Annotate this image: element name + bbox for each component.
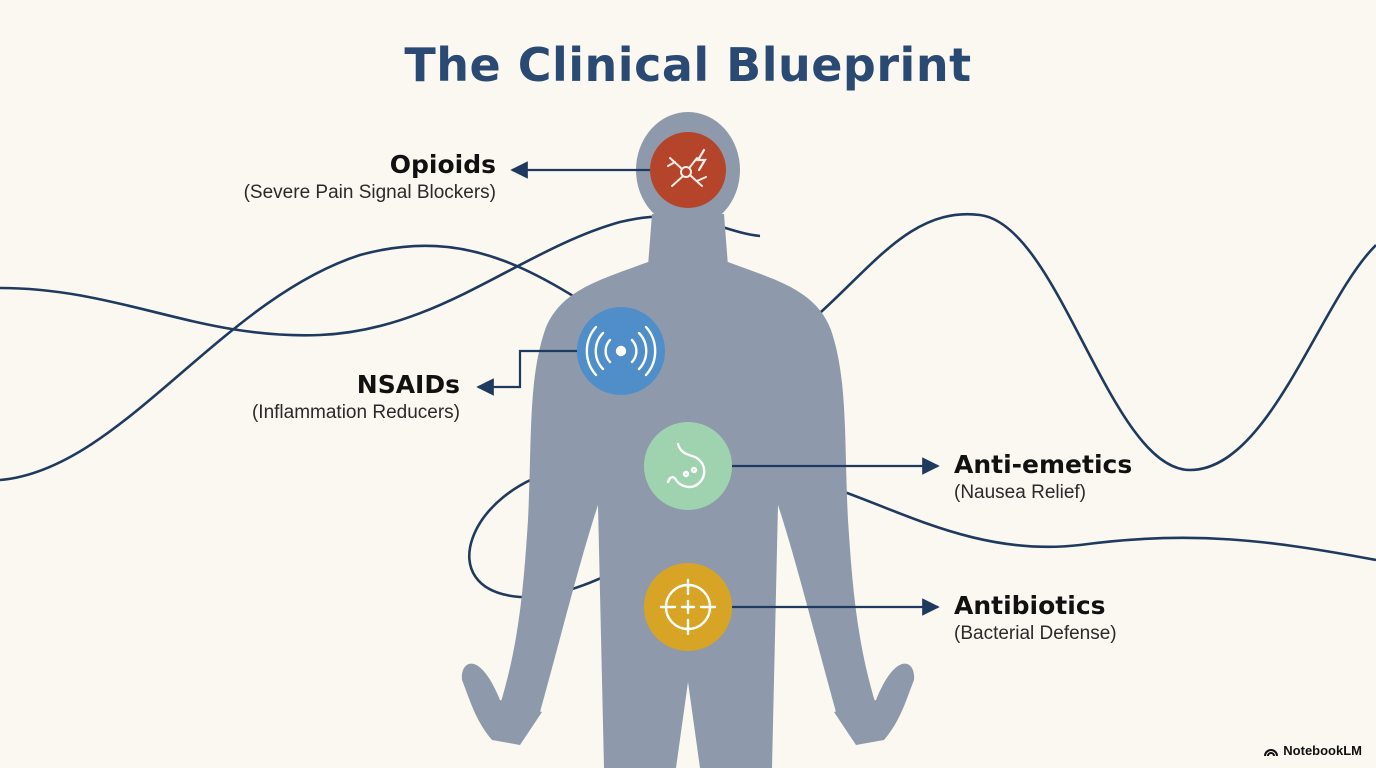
opioids-name: Opioids — [389, 150, 496, 179]
arrow-nsaids — [476, 349, 578, 396]
notebooklm-watermark: NotebookLM — [1264, 743, 1362, 758]
nsaids-name: NSAIDs — [356, 370, 460, 399]
notebooklm-logo-icon — [1264, 748, 1279, 756]
label-antibiotics: Antibiotics (Bacterial Defense) — [954, 591, 1117, 645]
label-opioids: Opioids (Severe Pain Signal Blockers) — [244, 150, 496, 204]
wave-line-2 — [0, 244, 641, 482]
neck — [648, 214, 728, 266]
connector-arrows — [476, 161, 940, 616]
antibiotics-name: Antibiotics — [954, 591, 1106, 620]
left-hand — [461, 663, 542, 745]
crosshair-icon — [659, 578, 717, 636]
label-nsaids: NSAIDs (Inflammation Reducers) — [252, 370, 460, 424]
antibiotics-marker — [644, 563, 732, 651]
antibiotics-desc: (Bacterial Defense) — [954, 623, 1117, 644]
neuron-icon — [667, 148, 707, 187]
right-hand — [834, 663, 915, 745]
opioids-marker — [650, 132, 726, 208]
nsaids-desc: (Inflammation Reducers) — [251, 402, 460, 423]
opioids-desc: (Severe Pain Signal Blockers) — [243, 182, 496, 203]
label-antiemetics: Anti-emetics (Nausea Relief) — [954, 450, 1132, 504]
torso — [500, 262, 876, 768]
page-title: The Clinical Blueprint — [404, 38, 972, 92]
antiemetics-desc: (Nausea Relief) — [954, 482, 1086, 503]
antiemetics-marker — [644, 422, 732, 510]
brand-name: NotebookLM — [1283, 743, 1362, 758]
signal-waves-icon — [585, 325, 657, 377]
stomach-icon — [666, 442, 706, 489]
antiemetics-name: Anti-emetics — [954, 450, 1133, 479]
wave-line-3 — [779, 212, 1376, 472]
nsaids-marker — [577, 307, 665, 395]
